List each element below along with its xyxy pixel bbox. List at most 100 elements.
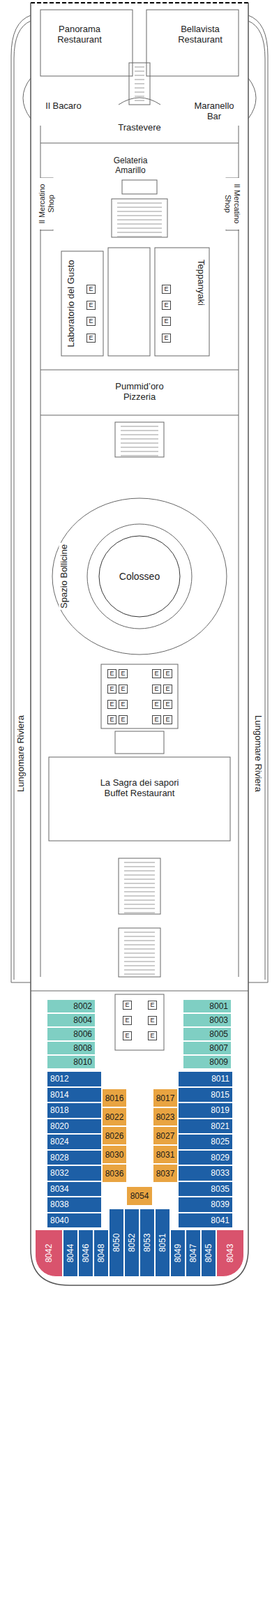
cabin-number: 8007 [209, 1042, 229, 1053]
venue-label: La Sagra dei sapori Buffet Restaurant [96, 777, 183, 799]
cabin-box: 8050 [108, 1208, 125, 1277]
deck-line [48, 756, 231, 841]
elevator-mark: E [163, 699, 173, 709]
elevator-mark: E [152, 684, 162, 694]
elevator-mark: E [163, 668, 173, 678]
venue-label: Laboratorio del Gusto [66, 258, 77, 349]
deck-line [124, 903, 155, 905]
deck-line [124, 908, 155, 909]
cabin-box: 8009 [182, 1054, 232, 1069]
deck-line [122, 179, 157, 194]
cabin-box: 8016 [101, 1088, 127, 1107]
deck-line [124, 940, 155, 941]
cabin-box: 8011 [177, 1070, 233, 1087]
cabin-number: 8009 [209, 1056, 229, 1067]
cabin-number: 8048 [96, 1243, 107, 1263]
cabin-number: 8001 [209, 1000, 229, 1011]
cabin-number: 8002 [73, 1000, 93, 1011]
deck-line [124, 862, 155, 863]
cabin-number: 8028 [50, 1152, 70, 1163]
cabin-number: 8029 [210, 1152, 230, 1163]
cabin-number: 8047 [188, 1243, 199, 1263]
deck-line [117, 223, 162, 225]
cabin-number: 8040 [50, 1215, 70, 1225]
deck-line [115, 993, 164, 1050]
cabin-box: 8036 [101, 1163, 127, 1183]
deck-line [115, 421, 164, 457]
cabin-box: 8028 [46, 1149, 102, 1166]
deck-line [61, 251, 104, 356]
deck-line [23, 78, 31, 119]
deck-line [30, 2, 249, 1285]
cabin-box: 8025 [177, 1133, 233, 1150]
deck-line [108, 247, 150, 356]
cabin-box: 8045 [200, 1228, 217, 1277]
deck-line [117, 219, 162, 221]
deck-line [124, 899, 155, 901]
deck-line [124, 891, 155, 893]
cabin-box: 8035 [177, 1180, 233, 1197]
cabin-box: 8031 [152, 1144, 178, 1164]
venue-label: Pummid’oro Pizzeria [99, 381, 180, 403]
cabin-box: 8018 [46, 1102, 102, 1119]
deck-line [134, 92, 145, 93]
cabin-box: 8039 [177, 1196, 233, 1213]
deck-line [40, 415, 239, 416]
deck-line [154, 247, 210, 356]
deck-line [118, 97, 161, 105]
cabin-box: 8023 [152, 1106, 178, 1126]
venue-label: Panorama Restaurant [46, 24, 113, 46]
cabin-box: 8010 [46, 1054, 96, 1069]
deck-line [124, 883, 155, 884]
cabin-box: 8019 [177, 1102, 233, 1119]
deck-line [248, 20, 266, 980]
cabin-number: 8033 [210, 1167, 230, 1178]
deck-line [124, 866, 155, 867]
deck-line [117, 236, 162, 238]
cabin-number: 8041 [210, 1215, 230, 1225]
deck-line [115, 730, 164, 754]
cabin-box: 8005 [182, 1026, 232, 1041]
elevator-mark: E [107, 714, 117, 725]
deck-line [99, 535, 180, 617]
venue-label: Gelateria Amarillo [102, 156, 159, 176]
cabin-number: 8005 [209, 1028, 229, 1039]
deck-line [117, 66, 162, 974]
cabin-number: 8045 [203, 1243, 214, 1263]
cabin-number: 8042 [43, 1243, 54, 1263]
cabin-number: 8014 [50, 1089, 70, 1100]
deck-line [248, 78, 256, 119]
cabin-number: 8020 [50, 1120, 70, 1131]
elevator-mark: E [86, 284, 96, 294]
cabin-box: 8008 [46, 1040, 96, 1055]
elevator-mark: E [161, 300, 171, 310]
deck-line [120, 447, 159, 448]
cabin-box: 8020 [46, 1118, 102, 1135]
venue-label: Il Mercatino Shop [223, 177, 241, 230]
deck-line [124, 870, 155, 872]
cabin-number: 8036 [105, 1168, 125, 1179]
elevator-mark: E [118, 699, 128, 709]
cabin-number: 8031 [156, 1149, 176, 1160]
cabin-box: 8048 [93, 1228, 109, 1277]
cabin-box: 8038 [46, 1196, 102, 1213]
cabin-number: 8050 [111, 1233, 122, 1253]
cabin-box: 8024 [46, 1133, 102, 1150]
cabin-number: 8046 [80, 1243, 91, 1263]
deck-line [124, 936, 155, 937]
cabin-number: 8017 [156, 1092, 176, 1103]
cabin-number: 8003 [209, 1014, 229, 1025]
deck-line [124, 965, 155, 967]
deck-line [111, 198, 168, 238]
cabin-number: 8004 [73, 1014, 93, 1025]
deck-line [11, 2, 268, 1285]
elevator-mark: E [152, 668, 162, 678]
cabin-number: 8006 [73, 1028, 93, 1039]
cabin-number: 8025 [210, 1136, 230, 1146]
cabin-number: 8010 [73, 1056, 93, 1067]
cabin-box: 8015 [177, 1086, 233, 1103]
deck-line [134, 100, 145, 102]
cabin-box: 8049 [170, 1228, 186, 1277]
deck-line [134, 83, 145, 85]
